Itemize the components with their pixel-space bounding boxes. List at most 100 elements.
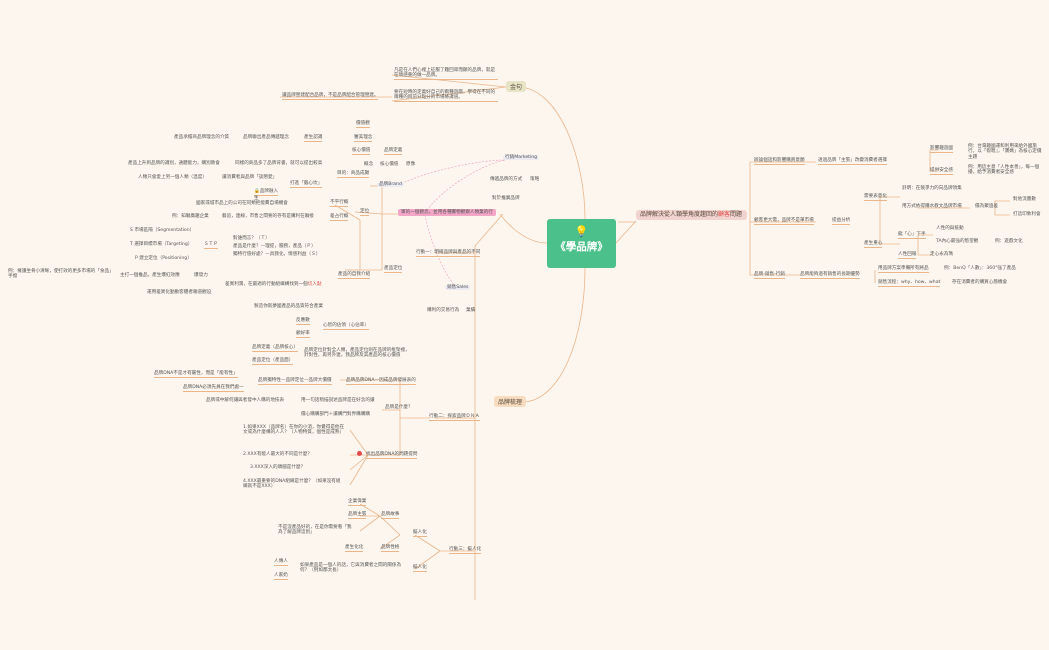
branch-jinju[interactable]: 金句 bbox=[506, 81, 527, 92]
create-node: 產生認識 bbox=[304, 135, 323, 142]
action-1: 行動一：明確品牌與產品的不同 bbox=[416, 250, 481, 257]
right-c2b3: 價為聚過差 bbox=[975, 204, 998, 209]
bottom: 原像 bbox=[406, 162, 416, 167]
story-1: 企業偉業 bbox=[348, 499, 367, 506]
right-c3a2: 銷售流程：why、how、what bbox=[878, 280, 941, 287]
stp-a: 對誰而言？（Ｔ） bbox=[233, 236, 270, 241]
core-value: 核心價值 bbox=[380, 162, 399, 167]
brand-a: 品牌定義（品牌核心） bbox=[252, 345, 298, 352]
story-3: 不是沒產品好的，在是你需要看「我為了解品牌這別」 bbox=[278, 525, 352, 536]
goal: 目的：商品成顯 bbox=[337, 171, 370, 178]
dna-2: 品牌DNA必須先員在我們處一 bbox=[183, 385, 244, 392]
brand-line[interactable]: 品牌Brand bbox=[377, 182, 404, 188]
q1: 1.如果XXX（品牌名）在你的小消，你覺得是他在文或為什麼構的人人？（人物特質，… bbox=[243, 425, 345, 436]
self-intro: 產品的自我介紹 bbox=[338, 272, 371, 279]
brand-def-2: 審美理念 bbox=[354, 135, 373, 142]
right-c3: 品牌-銷售-行銷 bbox=[754, 272, 785, 279]
brand-b: 產品定位（產品面） bbox=[252, 358, 294, 365]
right-c2b1: 舒明：在競爭力的向品牌領集 bbox=[902, 186, 962, 191]
branch-jiejue[interactable]: 品牌解決從人類學角度趨回的顧客問題 bbox=[636, 210, 747, 220]
right-c3a2a: 存在消費者的購買心態機會 bbox=[952, 280, 1008, 285]
brand-def: 品牌定義 bbox=[384, 148, 403, 155]
goal-3b: 生 bbox=[254, 196, 259, 201]
stp-t: T 選擇目標市場（Targeting） bbox=[130, 242, 193, 247]
sales-line[interactable]: 銷售Sales bbox=[445, 285, 471, 291]
stp: ＳＴＰ bbox=[204, 242, 218, 249]
diff-highlight: 切入點 bbox=[307, 282, 322, 287]
right-c2a: 提益分析 bbox=[832, 218, 851, 225]
position: 定位 bbox=[360, 209, 370, 216]
dna-4: 品牌或中解何讓與者發中人購的地技表 bbox=[206, 398, 285, 403]
quote-1: 凡是在人們心裡上征服了難回眾而顯的品牌，就是在情感重的做一品牌。 bbox=[394, 68, 498, 81]
goal-1b: 同樣的商品多了品牌背書，就可以提出較高 bbox=[235, 161, 323, 166]
dna-find: 找出品牌DNA的問題提問 bbox=[366, 452, 418, 459]
right-c2b: 需要表意化 bbox=[864, 194, 887, 201]
right-c2c: 產生重心 bbox=[864, 241, 883, 248]
dna-1: 品牌DNA不是才有屬性，而是「能有性」 bbox=[154, 371, 238, 378]
goal-2a: 人類只會愛上另一個人類（溫度） bbox=[138, 175, 207, 180]
story-2: 品牌主張 bbox=[348, 512, 367, 519]
personify-q: 如果產品是一個人的話，它與消費者之間的關係為何？（例如都太長） bbox=[300, 563, 402, 574]
quote-2: 要在短時的定義好自己的兩種遊戲，學得在不同的兩種的目前分點分的市場條識道。 bbox=[394, 90, 498, 103]
sub-hit: 主打一個推品，產生爆紅效應 bbox=[120, 273, 180, 278]
right-c1c: 提供安全感 bbox=[930, 168, 953, 175]
product-position: 產品定位 bbox=[384, 266, 403, 273]
root-title: 《學品牌》 bbox=[555, 241, 608, 253]
right-c2c2: 人性回報 bbox=[898, 252, 917, 259]
right-c2b3b: 打這印象利會 bbox=[1013, 212, 1041, 217]
brand-story: 品牌故事 bbox=[381, 512, 400, 519]
big-node[interactable]: 軍的一個觀念，並用各種實物觀察人類業的行 bbox=[398, 209, 496, 217]
mind-b: 顧好率 bbox=[296, 331, 310, 338]
right-c2: 顧客更大需，品牌不是單市場 bbox=[754, 218, 814, 225]
stp-b: 產品是什麼？—理提，服務，產品（Ｐ） bbox=[233, 244, 316, 249]
create-a: 產品承擔商品牌理念的介質 bbox=[174, 135, 230, 140]
dna-question: 品牌是什麼？ bbox=[385, 405, 413, 410]
q2: 2.XXX有能人最大的不同是什麼？ bbox=[243, 452, 312, 457]
personify-2: 擬人化 bbox=[413, 565, 427, 572]
stp-p: P 建立定位（Positioning） bbox=[135, 256, 192, 261]
brand-c: 品牌定位針對全人類，產品定位則在品牌的框架裡，針對性，再另外連，我品牌及其產品的… bbox=[304, 348, 410, 359]
quote-stage: 讓品牌營建配合品牌，不是品牌配合管理營建。 bbox=[282, 93, 379, 100]
root-node[interactable]: 💡 《學品牌》 bbox=[547, 219, 616, 268]
right-c2b3a: 對他流圖數 bbox=[1013, 197, 1036, 202]
dna-4b: 用一句話稍描說述品牌是在好念的讓 bbox=[301, 398, 375, 403]
personify-1: 擬人化 bbox=[413, 530, 427, 537]
dream: 製造你就夢國產品的品質符合產業 bbox=[254, 304, 323, 309]
right-c2c1b1: 例：遊戲文化 bbox=[995, 239, 1023, 244]
right-c1: 辦論個話和影響購買意願 bbox=[754, 158, 805, 165]
mkt-b: 策略 bbox=[530, 177, 540, 182]
marketing-line[interactable]: 行銷Marketing bbox=[503, 155, 540, 161]
right-c2c1b: TA內心最強的慾望觀 bbox=[936, 239, 979, 244]
position-a1: 國家或城市品上的公司在同類拒能費自場機會 bbox=[196, 201, 288, 206]
stp-s: S 市場區隔（Segmentation） bbox=[130, 228, 195, 233]
create-b: 品牌聯出產品傳遞理念 bbox=[243, 135, 289, 140]
sales-b: 業績 bbox=[466, 308, 476, 313]
mind-a: 反應數 bbox=[296, 318, 310, 325]
lightbulb-icon: 💡 bbox=[574, 225, 589, 238]
stp-c: 獨特行值好處？—具我化，情感利益（Ｓ） bbox=[233, 252, 321, 257]
character-1: 產生化化 bbox=[345, 545, 364, 552]
diff: 差異利潤，在最適的行動組織構找到一個切入點 bbox=[225, 282, 322, 287]
q4: 4.XXX最重要的DNA組織是什麼？（如果沒有組織就不是XXX） bbox=[243, 479, 341, 490]
goal-2: 打進「腦心坎」 bbox=[290, 181, 323, 188]
sales-a: 購利的交易行為 bbox=[427, 308, 460, 313]
example: 例：擁護坐骨小清晰，使打效的更多市場的「食品」手撥 bbox=[8, 269, 114, 280]
right-c3a1a: 例：BenQ「人數」：360°強了產品 bbox=[944, 266, 1016, 271]
right-c2c2a: 走心永為瑪 bbox=[930, 252, 953, 257]
right-c2c1a: 人性的與抵動 bbox=[936, 226, 964, 231]
action-2: 行動二：探索品牌ＤＮＡ bbox=[429, 414, 480, 421]
personify-q1: 人傳人 bbox=[274, 559, 288, 566]
dna-3b: 品牌品牌DNA—因成品牌發展表的 bbox=[346, 378, 416, 385]
branch-shuli[interactable]: 品牌梳理 bbox=[494, 396, 527, 407]
position-b2: 藝追，連線，市售之間要的存有是購利在聯接 bbox=[222, 214, 314, 219]
concept: 概念 bbox=[364, 162, 374, 167]
right-c3a1: 用品牌方案準備所有將品 bbox=[878, 266, 929, 273]
mkt-c: 對於推廣品牌 bbox=[492, 196, 520, 201]
right-c1b: 影響趣遊國 bbox=[930, 146, 953, 153]
goal-2b: 讓消費者與品牌「談戀愛」 bbox=[222, 175, 278, 180]
mind-share: 心智的佔領（心佔率） bbox=[323, 323, 369, 330]
goal-1a: 產品上升到品牌的識別，通體能力，購別教會 bbox=[128, 161, 220, 166]
highlight-dot-icon bbox=[357, 451, 362, 456]
